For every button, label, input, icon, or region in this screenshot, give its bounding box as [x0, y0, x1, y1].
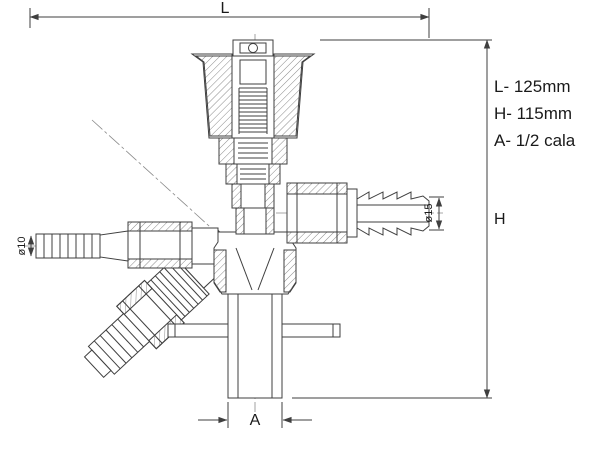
spec-height: H- 115mm — [494, 104, 572, 123]
dimension-h: H — [292, 39, 506, 399]
hose-barb — [356, 191, 430, 236]
bonnet-threads — [238, 142, 268, 180]
right-diameter-dim: ø15 — [423, 196, 444, 231]
bottom-pipe — [167, 293, 341, 399]
right-diameter-label: ø15 — [423, 204, 435, 223]
dimension-h-label: H — [494, 211, 506, 228]
valve-body — [213, 231, 297, 295]
left-diameter-dim: ø10 — [16, 235, 35, 257]
tip-ridges — [93, 318, 144, 370]
left-diameter-label: ø10 — [16, 237, 28, 256]
dimension-l-label: L — [221, 0, 230, 17]
right-outlet — [286, 182, 430, 244]
dimension-l: L — [29, 0, 430, 38]
dimension-a: A — [198, 402, 312, 429]
left-nozzle — [35, 221, 219, 269]
spec-length: L- 125mm — [494, 77, 571, 96]
spindle-threads — [238, 87, 268, 134]
dimension-a-label: A — [250, 412, 261, 429]
spec-text-block: L- 125mm H- 115mm A- 1/2 cala — [494, 77, 576, 150]
knob-screw-icon — [248, 43, 258, 53]
bonnet — [218, 137, 288, 235]
spec-thread: A- 1/2 cala — [494, 131, 576, 150]
knob — [190, 39, 316, 139]
nipple-ridges — [43, 234, 93, 258]
